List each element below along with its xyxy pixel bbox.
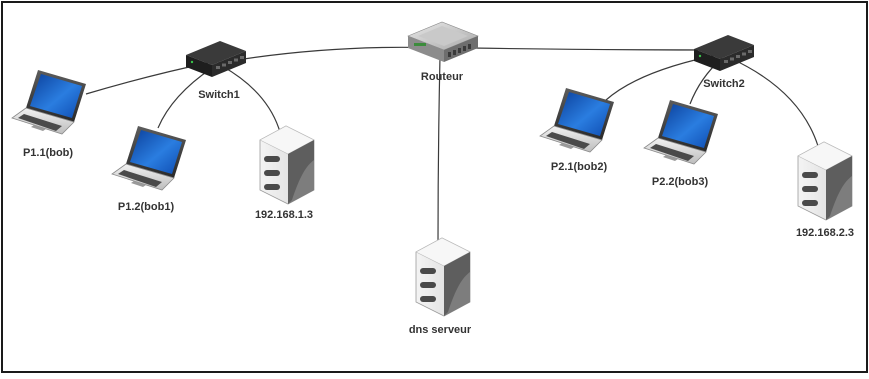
router-icon bbox=[407, 21, 479, 63]
switch-icon bbox=[186, 41, 246, 77]
dns-label: dns serveur bbox=[409, 324, 472, 336]
diagram-border bbox=[1, 1, 868, 373]
srv2-label: 192.168.2.3 bbox=[796, 227, 854, 239]
link-routeur-dns bbox=[437, 55, 441, 245]
server-icon bbox=[415, 237, 471, 317]
laptop-icon bbox=[539, 87, 615, 153]
p11-label: P1.1(bob) bbox=[23, 147, 73, 159]
link-switch1-srv1 bbox=[221, 65, 281, 133]
switch2-label: Switch2 bbox=[703, 78, 745, 90]
link-routeur-switch2 bbox=[469, 47, 723, 51]
link-switch1-routeur bbox=[217, 46, 441, 64]
p12-label: P1.2(bob1) bbox=[118, 201, 175, 213]
link-switch2-srv2 bbox=[729, 57, 819, 147]
switch1-label: Switch1 bbox=[198, 89, 240, 101]
laptop-icon bbox=[111, 125, 187, 191]
p21-label: P2.1(bob2) bbox=[551, 161, 608, 173]
srv1-label: 192.168.1.3 bbox=[255, 209, 313, 221]
laptop-icon bbox=[11, 69, 87, 135]
server-icon bbox=[797, 141, 853, 221]
laptop-icon bbox=[643, 99, 719, 165]
p22-label: P2.2(bob3) bbox=[652, 176, 709, 188]
server-icon bbox=[259, 125, 315, 205]
routeur-label: Routeur bbox=[421, 71, 464, 83]
